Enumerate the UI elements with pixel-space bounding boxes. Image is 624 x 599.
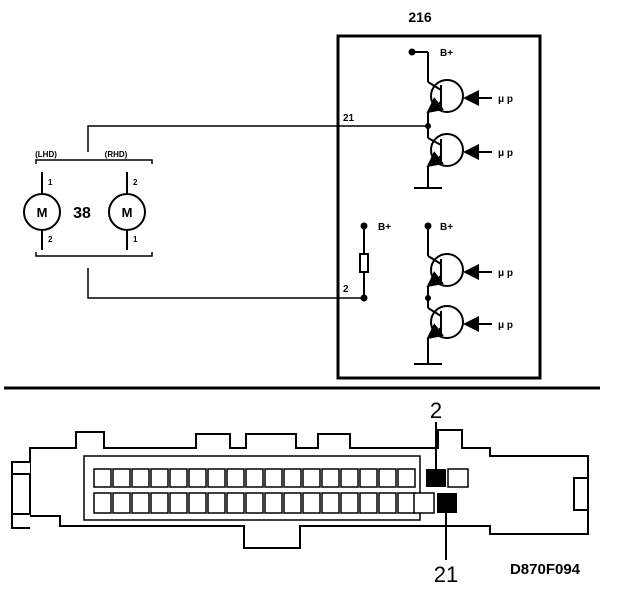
- connector-pin-cavity: [188, 468, 207, 488]
- connector-inner-wall: [83, 455, 421, 521]
- lhd-motor: [23, 172, 61, 250]
- connector-pin-cavity: [131, 492, 150, 514]
- pin-2-label: 2: [430, 398, 442, 423]
- connector-pin-cavity: [93, 492, 112, 514]
- bplus-node-upper: [408, 48, 416, 56]
- lhd-motor-pin-bottom: 2: [48, 235, 53, 244]
- bplus-label-lower-left: B+: [378, 222, 391, 233]
- connector-pin-cavity: [112, 492, 131, 514]
- connector-pin-cavity: [397, 492, 416, 514]
- connector-pin-21-neighbor: [413, 492, 435, 514]
- motor-group-brackets: [35, 159, 153, 257]
- lhd-label: (LHD): [35, 150, 57, 159]
- rhd-label: (RHD): [105, 150, 128, 159]
- connector-pin-cavity: [283, 468, 302, 488]
- connector-pin-cavity: [150, 468, 169, 488]
- figure-code: D870F094: [510, 561, 581, 578]
- rhd-motor-pin-bottom: 1: [133, 235, 138, 244]
- connector-pin-cavity: [207, 492, 226, 514]
- bplus-node-lower-left: [360, 222, 368, 230]
- connector-pin-2-neighbor: [447, 468, 469, 488]
- lhd-motor-pin-top: 1: [48, 178, 53, 187]
- connector-pin-cavity: [378, 492, 397, 514]
- bplus-node-lower-right: [424, 222, 432, 230]
- mcu-label-3: μ p: [498, 268, 513, 279]
- rhd-motor-symbol: M: [122, 205, 133, 220]
- connector-pin-cavity: [302, 492, 321, 514]
- connector-pin-cavity: [264, 492, 283, 514]
- bplus-label-upper: B+: [440, 48, 453, 59]
- pin-21-label: 21: [434, 562, 458, 587]
- connector-pin-cavity: [226, 492, 245, 514]
- connector-pin-cavity: [112, 468, 131, 488]
- rhd-motor-pin-top: 2: [133, 178, 138, 187]
- connector-pin-cavity: [302, 468, 321, 488]
- motor-number-label: 38: [73, 205, 91, 222]
- upper-half-bridge: [412, 51, 492, 189]
- lower-bridge-junction: [425, 295, 431, 301]
- connector-pin-2: [426, 469, 446, 487]
- connector-pin-cavity: [359, 492, 378, 514]
- connector-right-notch: [573, 477, 588, 511]
- bplus-label-lower-right: B+: [440, 222, 453, 233]
- terminal-21-label: 21: [343, 113, 355, 124]
- connector-pin-cavity: [131, 468, 150, 488]
- connector-outline: [29, 429, 589, 549]
- connector-pin-cavity: [321, 492, 340, 514]
- connector-left-latch: [11, 473, 31, 515]
- connector-pin-cavity: [169, 492, 188, 514]
- mcu-label-1: μ p: [498, 94, 513, 105]
- connector-pin-cavity: [207, 468, 226, 488]
- mcu-label-4: μ p: [498, 320, 513, 331]
- connector-pin-cavity: [169, 468, 188, 488]
- connector-pin-cavity: [378, 468, 397, 488]
- connector-pin-cavity: [150, 492, 169, 514]
- motor-wires: [87, 125, 428, 299]
- connector-pin-cavity: [397, 468, 416, 488]
- lhd-motor-symbol: M: [37, 205, 48, 220]
- lower-half-bridge: [359, 226, 492, 365]
- connector-pin-cavity: [340, 468, 359, 488]
- connector-left-tab: [11, 461, 30, 529]
- connector-pin-row-bottom: [93, 492, 416, 514]
- mcu-label-2: μ p: [498, 148, 513, 159]
- connector-pin-cavity: [283, 492, 302, 514]
- connector-pin-cavity: [93, 468, 112, 488]
- connector-pin-row-top: [93, 468, 416, 488]
- connector-pin-cavity: [340, 492, 359, 514]
- rhd-motor: [108, 172, 146, 250]
- ecu-number-label: 216: [408, 9, 432, 25]
- connector-pin-21: [437, 493, 457, 513]
- terminal-2-label: 2: [343, 284, 349, 295]
- connector-pin-cavity: [245, 468, 264, 488]
- connector-pin-cavity: [226, 468, 245, 488]
- connector-pin-cavity: [321, 468, 340, 488]
- connector-pin-cavity: [359, 468, 378, 488]
- connector-pin-cavity: [264, 468, 283, 488]
- connector-pin-cavity: [245, 492, 264, 514]
- ecu-box: [336, 34, 542, 380]
- connector-pin-cavity: [188, 492, 207, 514]
